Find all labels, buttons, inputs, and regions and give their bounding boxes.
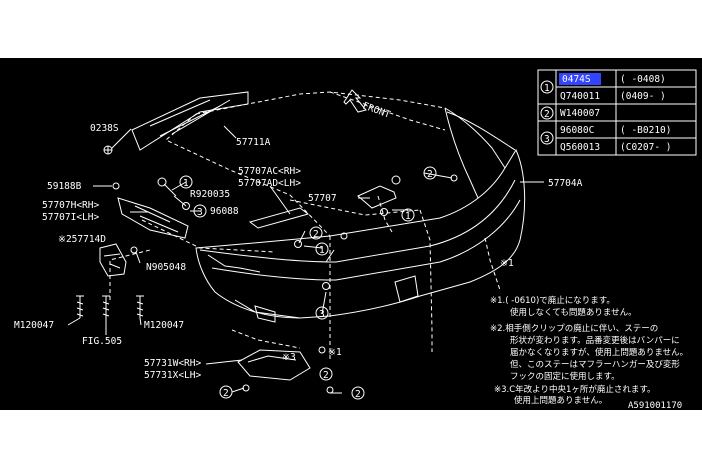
note-2-line-3: 届かなくなりますが、使用上問題ありません。: [510, 347, 688, 358]
under-cover-shape: [237, 349, 311, 381]
bumper-cover-shape: [195, 148, 526, 319]
svg-text:2: 2: [355, 389, 361, 400]
marker-circle: 2: [423, 166, 437, 180]
legend-range: (C0207- ): [620, 142, 671, 153]
part-label-n905048: N905048: [146, 262, 186, 273]
legend-part: Q740011: [560, 91, 600, 102]
svg-text:2: 2: [313, 229, 319, 240]
part-label-57704a: 57704A: [548, 178, 583, 189]
svg-text:3: 3: [197, 207, 203, 218]
svg-text:3: 3: [319, 309, 325, 320]
energy-absorber-shape: [131, 91, 249, 151]
side-bracket-shape: [117, 197, 189, 239]
part-label-fig505: FIG.505: [82, 336, 122, 347]
marker-circle: 2: [351, 386, 365, 400]
legend-part: W140007: [560, 108, 600, 119]
marker-circle: 1: [401, 208, 415, 222]
part-label-r920035: R920035: [190, 189, 230, 200]
svg-text:1: 1: [405, 211, 411, 222]
footer-code: A591001170: [628, 401, 682, 411]
front-arrow-shape: [343, 89, 367, 113]
legend-circle-1: 1: [544, 83, 550, 94]
part-label-57707ad: 57707AD<LH>: [238, 178, 301, 189]
note-2-line-1: ※2.相手側クリップの廃止に伴い、ステーの: [490, 323, 658, 334]
side-wing-shape: [444, 107, 506, 199]
legend-range: ( -B0210): [620, 125, 671, 136]
notes-block: ※1.( -0610)で廃止になります。 使用しなくても問題ありません。 ※2.…: [490, 295, 688, 406]
legend-part: 96080C: [560, 125, 594, 136]
part-label-57731w: 57731W<RH>: [144, 358, 201, 369]
legend-part: 0474S: [562, 74, 591, 85]
note-2-line-4: 但、このステーはマフラーハンガー及び変形: [510, 359, 680, 370]
svg-text:2: 2: [427, 169, 433, 180]
part-label-57707h: 57707H<RH>: [42, 200, 99, 211]
marker-circle: 3: [315, 306, 329, 320]
legend-range: (0409- ): [620, 91, 666, 102]
svg-text:1: 1: [319, 245, 325, 256]
part-label-57707: 57707: [308, 193, 337, 204]
marker-circle: 2: [219, 385, 233, 399]
note-1-line-1: ※1.( -0610)で廃止になります。: [490, 295, 615, 306]
stay-shape: [99, 243, 127, 277]
part-label-57711a: 57711A: [236, 137, 271, 148]
part-label-57707i: 57707I<LH>: [42, 212, 99, 223]
legend-part: Q560013: [560, 142, 600, 153]
part-label-96088: 96088: [210, 206, 239, 217]
center-bracket-shape: [248, 207, 310, 229]
part-label-57731x: 57731X<LH>: [144, 370, 201, 381]
note-3-line-1-visible: ※3.C年改より中央1ヶ所が廃止されます。: [494, 384, 656, 395]
part-label-57707ac: 57707AC<RH>: [238, 166, 301, 177]
svg-text:2: 2: [323, 370, 329, 381]
diagram-line-art: [67, 89, 544, 394]
note-2-line-2: 形状が変わります。品番変更後はバンパーに: [510, 335, 680, 346]
part-label-0238s: 0238S: [90, 123, 119, 134]
marker-circle: 3: [193, 204, 207, 218]
part-label-m120047-right: M120047: [144, 320, 184, 331]
svg-text:2: 2: [223, 388, 229, 399]
marker-circle: 2: [319, 367, 333, 381]
circled-markers: 1 1 1 2 2 2 2 2 3 3 ※1 ※1 ※3: [179, 166, 514, 400]
note-3-line-2: 使用上問題ありません。: [514, 395, 607, 406]
marker-circle: 1: [179, 175, 193, 189]
part-label-m120047-left: M120047: [14, 320, 54, 331]
note-marker-x1-bottom: ※1: [328, 347, 342, 358]
direction-label: FRONT: [361, 100, 392, 120]
legend-circle-2: 2: [544, 109, 550, 120]
legend-table: 1 2 3 0474S ( -0408) Q740011 (0409- ) W1…: [537, 69, 697, 156]
marker-circle: 2: [309, 226, 323, 240]
legend-range: ( -0408): [620, 74, 666, 85]
note-1-line-2: 使用しなくても問題ありません。: [510, 307, 637, 318]
svg-text:1: 1: [183, 178, 189, 189]
legend-highlight: [559, 73, 601, 85]
part-label-59188b: 59188B: [47, 181, 82, 192]
legend-circle-3: 3: [544, 134, 550, 145]
upper-bracket-shape: [357, 185, 397, 209]
note-2-line-5: フックの固定に使用します。: [510, 371, 620, 382]
diagram-background: [0, 58, 702, 410]
note-marker-x3: ※3: [282, 352, 296, 363]
marker-circle: 1: [315, 242, 329, 256]
note-marker-x1-right: ※1: [500, 258, 514, 269]
part-label-257714d: ※257714D: [58, 234, 106, 245]
